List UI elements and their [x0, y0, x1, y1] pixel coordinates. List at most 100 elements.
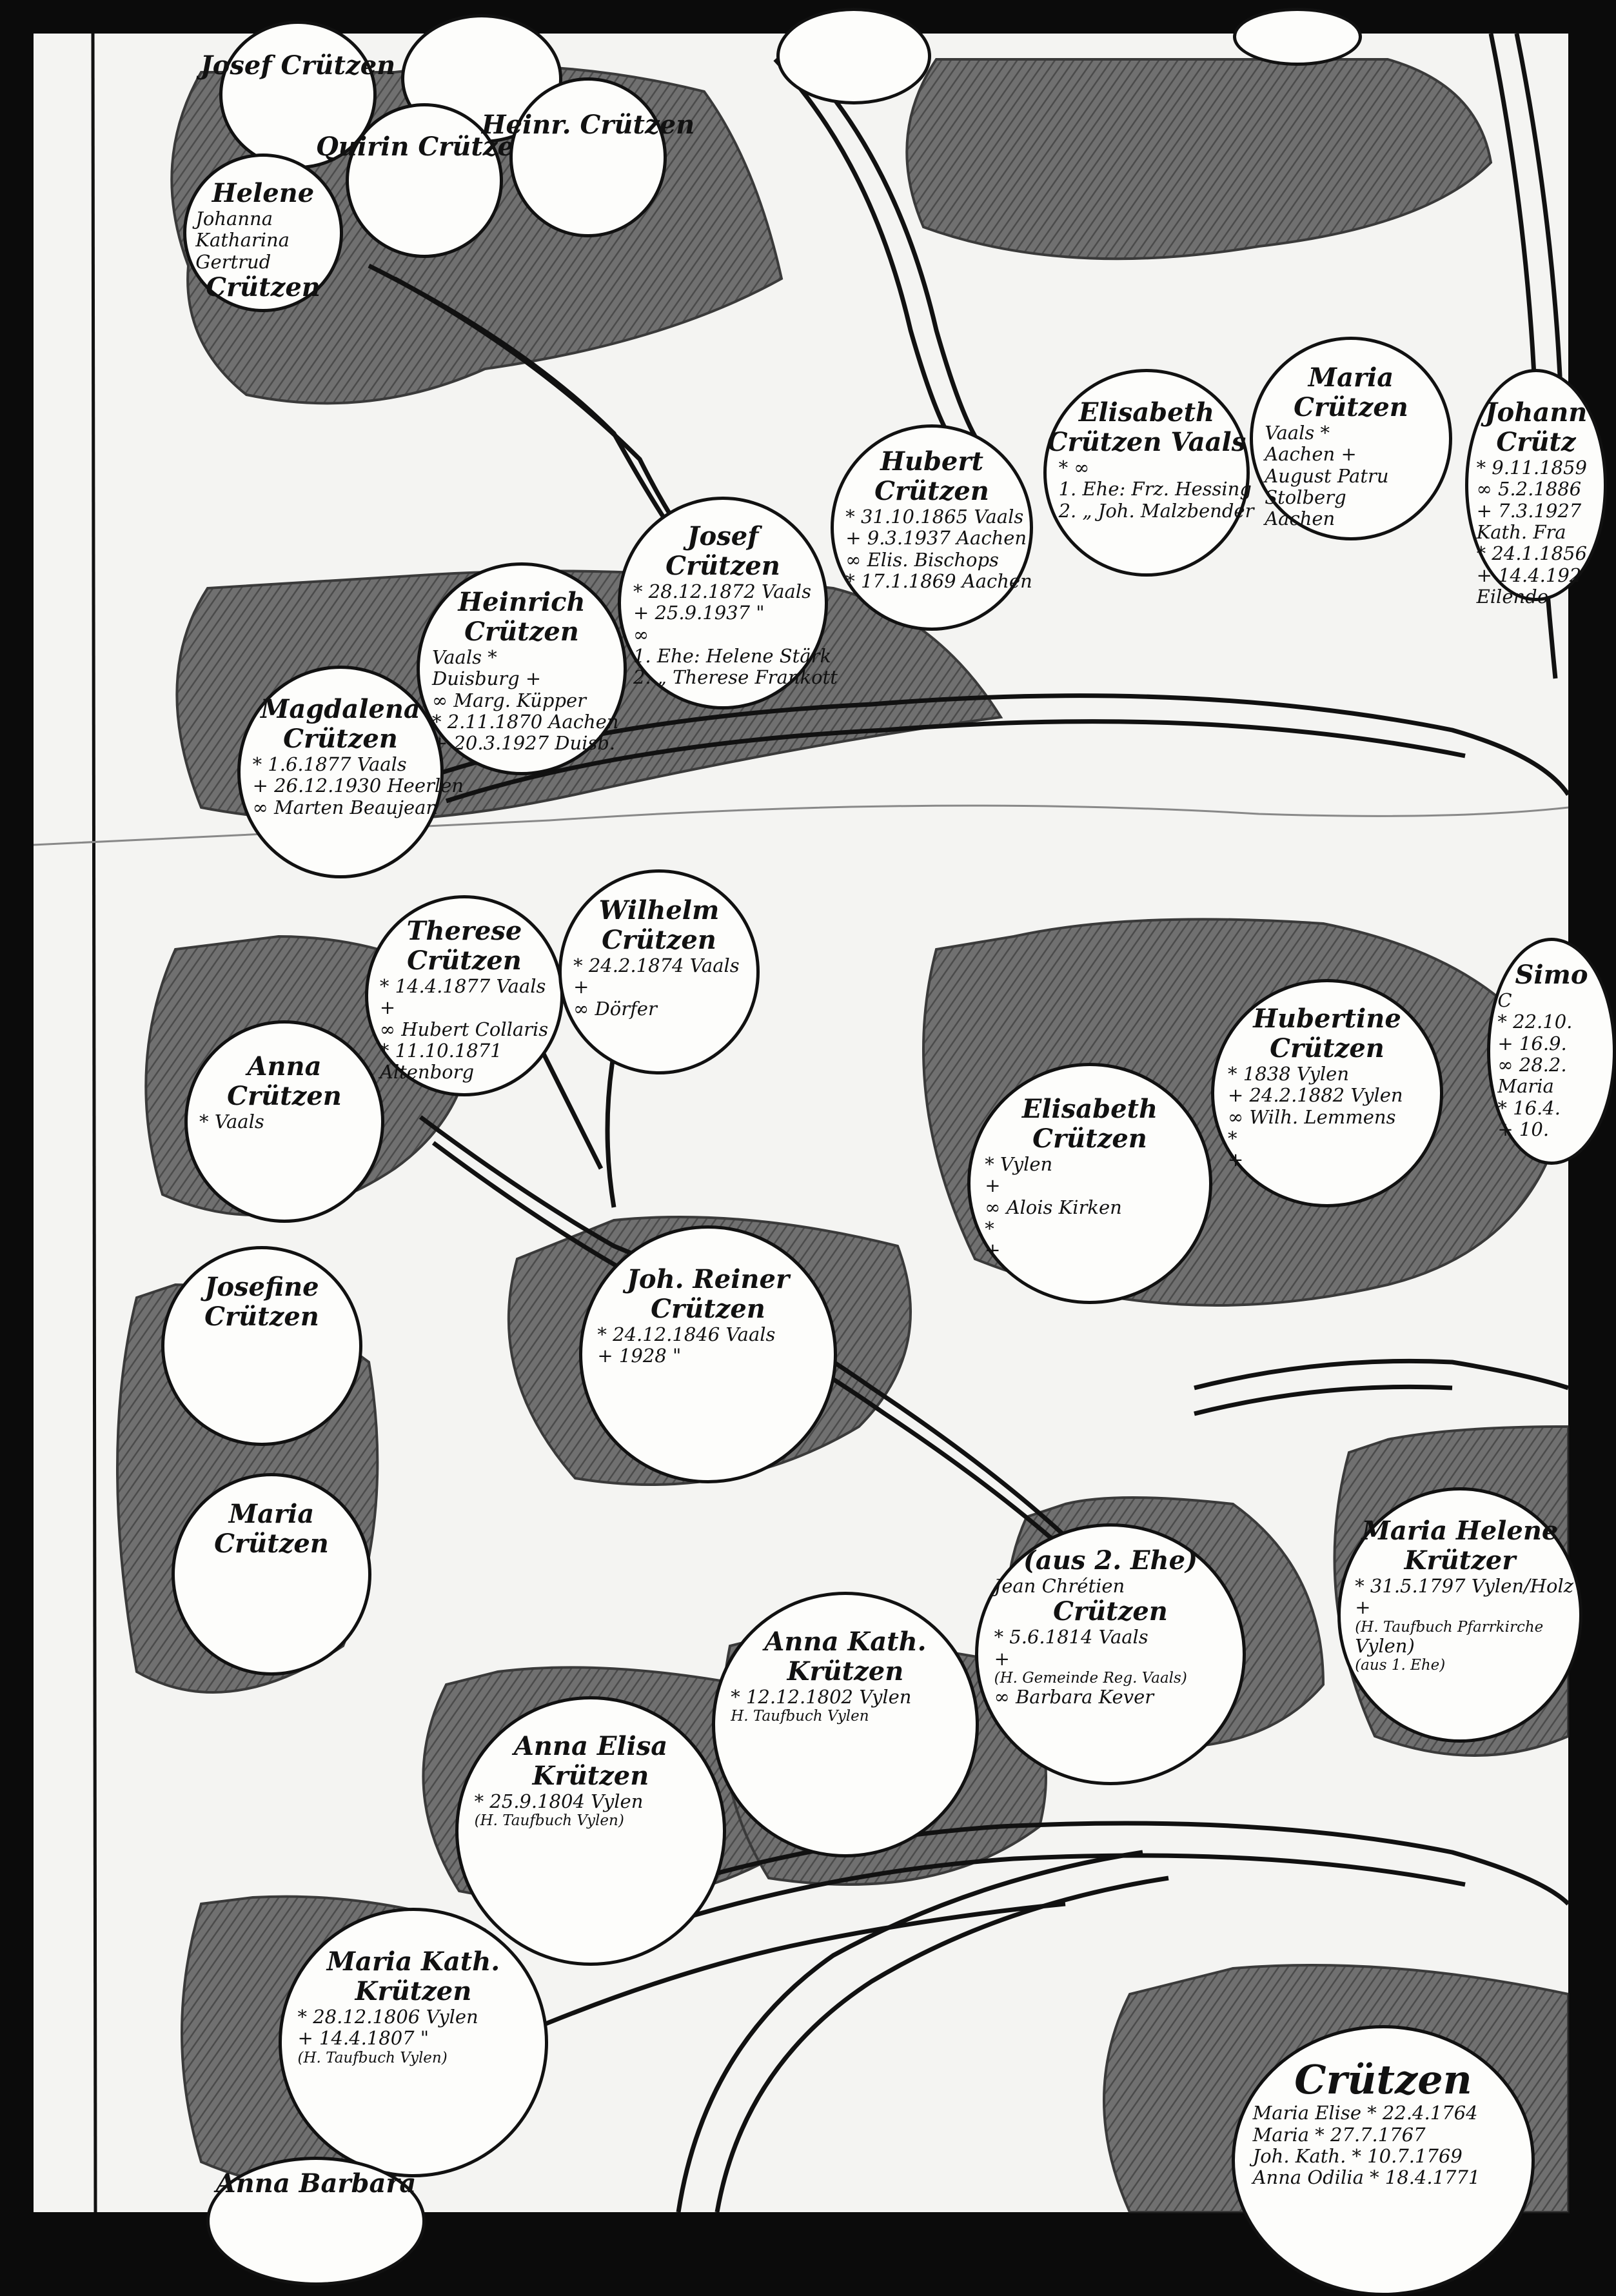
person-line: * Vaals — [199, 1111, 264, 1133]
person-line: Crützen — [407, 945, 522, 976]
person-line: Anna Odilia * 18.4.1771 — [1252, 2166, 1481, 2189]
person-line: Aachen + — [1265, 443, 1357, 466]
person-line: Magdalena — [261, 694, 420, 724]
person-line: Crützen — [874, 476, 989, 506]
person-line: Eilendo — [1476, 586, 1549, 608]
person-line: (aus 1. Ehe) — [1355, 1657, 1446, 1674]
person-circle-heinr-top: Heinr. Crützen — [482, 77, 695, 237]
person-line: Heinr. Crützen — [481, 110, 695, 140]
person-line: Krützer — [1404, 1545, 1516, 1576]
person-line: Crützen — [651, 1294, 765, 1324]
person-line: Katharina — [195, 229, 290, 252]
person-line: ∞ Wilh. Lemmens — [1228, 1105, 1396, 1128]
person-line: * — [1228, 1127, 1237, 1150]
person-line: * — [985, 1218, 994, 1240]
person-line: Gertrud — [195, 250, 271, 273]
person-line: Crützen — [283, 724, 398, 754]
person-line: * 28.12.1806 Vylen — [297, 2006, 478, 2028]
person-line: Joh. Reiner — [626, 1264, 790, 1294]
person-line: Altenborg — [379, 1061, 475, 1084]
person-line: Hubert — [880, 446, 983, 477]
person-line: Vaals * — [431, 646, 497, 668]
person-circle-quirin: Quirin Crützen — [316, 103, 533, 258]
person-line: Anna Elisa — [513, 1731, 668, 1761]
person-line: ∞ 5.2.1886 — [1476, 478, 1582, 500]
margin-line — [91, 33, 97, 2213]
person-line: * 1838 Vylen — [1228, 1063, 1350, 1085]
family-tree-sheet: Josef Crützen Quirin Crützen Heinr. Crüt… — [33, 8, 1616, 2296]
person-line: Vaals * — [1265, 422, 1330, 444]
person-line: * 16.4. — [1497, 1096, 1561, 1119]
person-line: Anna Barbara — [215, 2168, 417, 2199]
person-line: Johanna — [195, 208, 273, 230]
person-line: (H. Taufbuch Vylen) — [474, 1812, 624, 1830]
person-line: Hubertine — [1253, 1004, 1401, 1034]
person-line: Quirin Crützen — [315, 132, 533, 162]
person-line: Wilhelm — [598, 895, 720, 925]
person-line: * 31.10.1865 Vaals — [845, 506, 1024, 528]
person-line: 2. „ Therese Frankott — [633, 666, 838, 689]
person-line: Crützen — [214, 1529, 329, 1559]
person-line: + — [985, 1174, 1001, 1197]
person-line: + — [1228, 1149, 1244, 1171]
person-line: ∞ — [633, 623, 649, 646]
person-line: Jean Chrétien — [994, 1575, 1125, 1597]
person-line: Crützen — [227, 1081, 342, 1111]
person-line: Crützen — [665, 551, 780, 581]
person-line: + 16.9. — [1497, 1032, 1567, 1054]
person-line: Crützen Vaals — [1047, 427, 1246, 457]
person-line: * 31.5.1797 Vylen/Holz — [1355, 1575, 1574, 1597]
person-line: Elisabeth — [1078, 397, 1215, 428]
person-line: + 20.3.1927 Duisb. — [431, 732, 616, 755]
person-line: ∞ Dörfer — [573, 997, 657, 1020]
person-line: * 1.6.1877 Vaals — [252, 753, 407, 775]
person-line: Aachen — [1265, 508, 1335, 530]
person-line: * 28.12.1872 Vaals — [633, 580, 811, 602]
person-line: Crützen — [204, 1301, 319, 1332]
person-line: Maria Helene — [1361, 1516, 1559, 1546]
person-line: + 14.4.192 — [1476, 564, 1582, 586]
person-line: + 24.2.1882 Vylen — [1228, 1084, 1403, 1107]
person-line: * 11.10.1871 — [379, 1040, 502, 1062]
person-circle-maria-kath: Maria Kath.Krützen* 28.12.1806 Vylen+ 14… — [279, 1908, 548, 2177]
person-line: ∞ Elis. Bischops — [845, 548, 999, 571]
person-line: Simo — [1515, 960, 1588, 990]
person-line: Anna — [247, 1051, 322, 1082]
person-line: ∞ Barbara Kever — [994, 1686, 1154, 1708]
person-line: Anna Kath. — [764, 1627, 927, 1657]
person-line: + — [573, 976, 589, 998]
person-line: * 22.10. — [1497, 1011, 1573, 1033]
person-line: (H. Taufbuch Vylen) — [297, 2049, 448, 2066]
person-line: * 25.9.1804 Vylen — [474, 1790, 644, 1812]
person-line: ∞ 28.2. — [1497, 1054, 1567, 1076]
person-line: Vylen) — [1355, 1635, 1415, 1658]
person-circle-empty-b — [776, 8, 931, 104]
person-line: (aus 2. Ehe) — [1023, 1545, 1197, 1576]
person-line: + 7.3.1927 — [1476, 499, 1582, 522]
person-line: Therese — [406, 916, 522, 946]
person-line: Crützen — [464, 617, 579, 647]
person-line: + 1928 " — [597, 1345, 682, 1367]
person-line: Crütz — [1496, 427, 1576, 457]
person-line: Maria — [1497, 1075, 1554, 1098]
person-line: Crützen — [1294, 392, 1408, 422]
person-line: August Patru — [1265, 464, 1389, 487]
person-line: + 14.4.1807 " — [297, 2027, 429, 2050]
person-line: Josefine — [204, 1272, 319, 1302]
person-line: Stolberg — [1265, 486, 1346, 509]
person-line: Crützen — [1032, 1123, 1147, 1154]
person-line: Maria — [228, 1499, 315, 1529]
